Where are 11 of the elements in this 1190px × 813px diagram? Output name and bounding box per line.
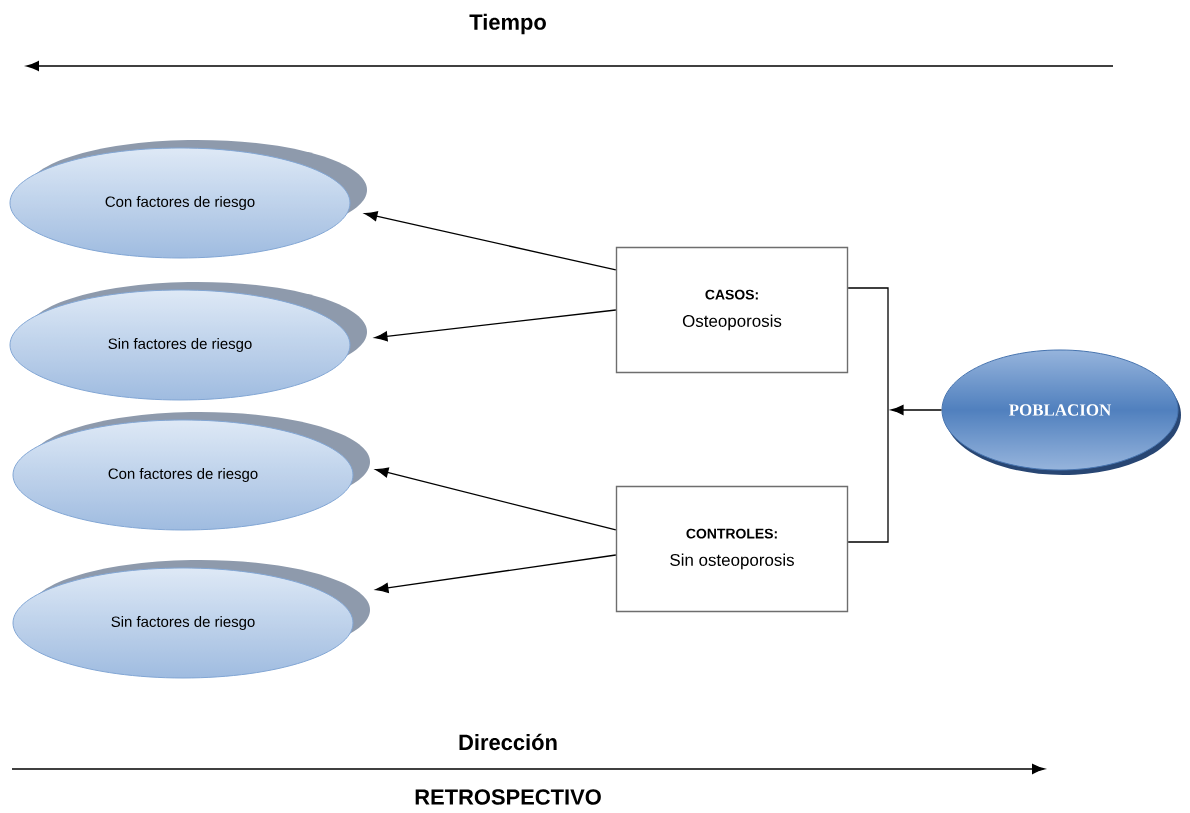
arrow xyxy=(890,404,943,415)
arrow xyxy=(374,309,617,342)
axis-label: RETROSPECTIVO xyxy=(415,789,601,805)
process-box: CASOS: Osteoporosis xyxy=(615,246,849,374)
bracket-line xyxy=(847,287,889,543)
arrow xyxy=(375,554,617,593)
arrow xyxy=(375,467,617,531)
process-box: CONTROLES: Sin osteoporosis xyxy=(615,485,849,613)
arrow xyxy=(364,211,617,271)
axis-label: Dirección xyxy=(459,733,557,751)
axis-label: Tiempo xyxy=(469,13,546,35)
